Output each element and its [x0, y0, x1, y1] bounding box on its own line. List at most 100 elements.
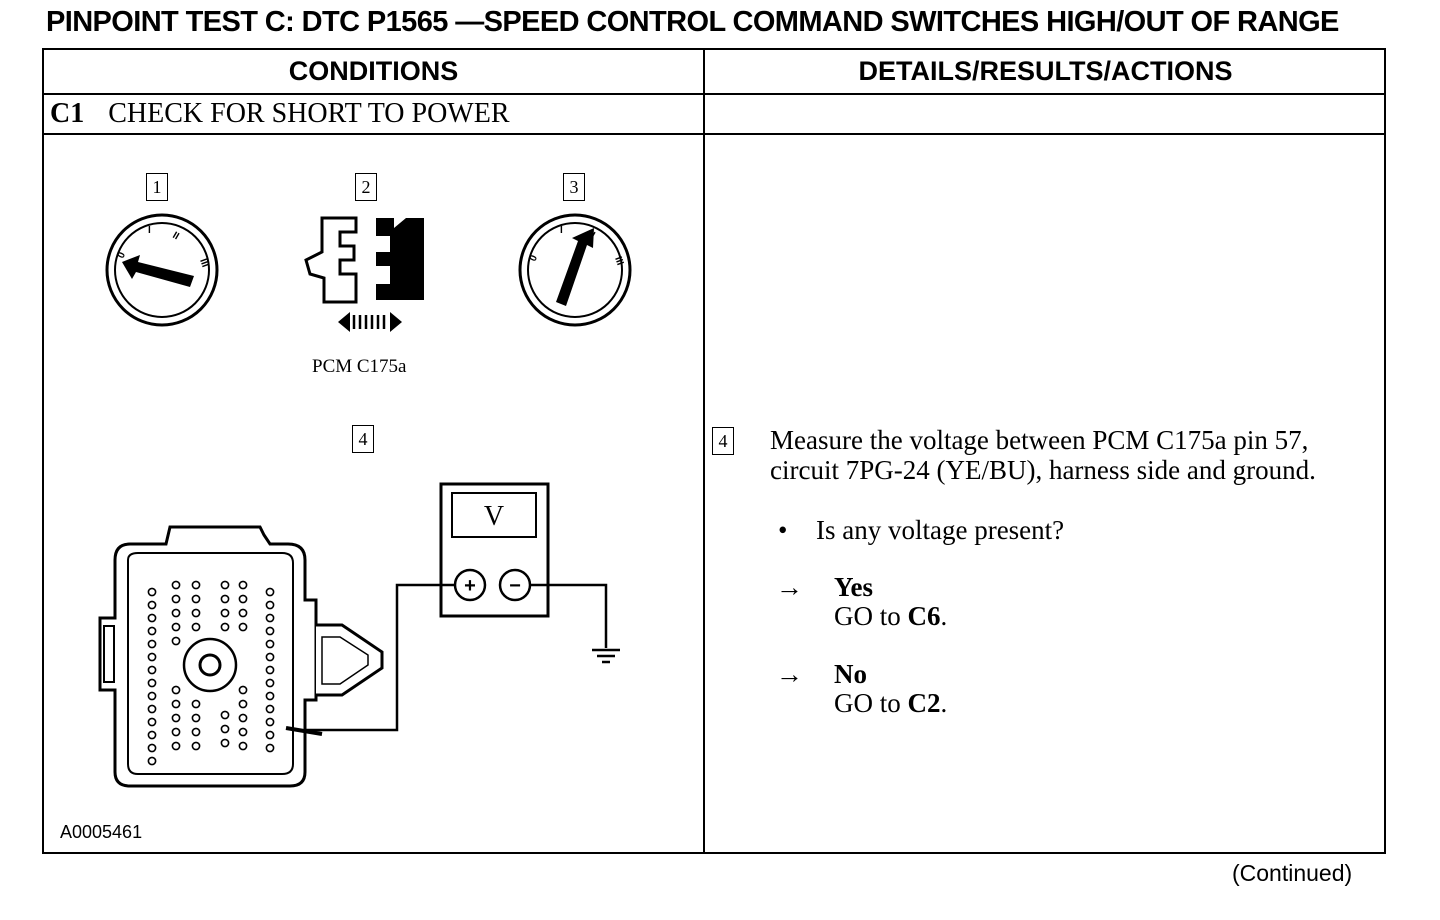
question-text: Is any voltage present? [816, 515, 1065, 545]
connector-pin [220, 608, 230, 618]
test-leads [292, 583, 608, 732]
connector-pin [147, 704, 157, 714]
connector-pin [171, 622, 181, 632]
connector-pins [147, 580, 275, 766]
connector-label: PCM C175a [312, 356, 407, 377]
connector-pin [147, 743, 157, 753]
connector-pin [191, 580, 201, 590]
connector-pin [171, 594, 181, 604]
connector-pin [265, 587, 275, 597]
connector-pin [147, 587, 157, 597]
pcm-connector-icon [98, 525, 384, 788]
instruction-text: Measure the voltage between PCM C175a pi… [770, 425, 1316, 485]
connector-pin [191, 741, 201, 751]
result-action: GO to C6. [834, 602, 947, 631]
action-suffix: . [940, 688, 948, 718]
ign1-label-3: III [197, 257, 210, 269]
ign1-label-0: 0 [116, 250, 129, 260]
connector-pin [171, 699, 181, 709]
connector-pin [265, 717, 275, 727]
connector-pin [220, 594, 230, 604]
connector-pin [265, 600, 275, 610]
connector-pin [171, 580, 181, 590]
connector-pin [238, 622, 248, 632]
connector-pin [147, 626, 157, 636]
arrow-right-icon: → [776, 659, 803, 689]
details-step-ref: 4 [712, 427, 734, 455]
connector-pin [238, 727, 248, 737]
connector-pin [265, 652, 275, 662]
arrow-right-icon: → [776, 572, 803, 602]
callout-4: 4 [352, 425, 374, 453]
ign3-label-0: 0 [528, 253, 541, 263]
connector-pin [171, 713, 181, 723]
action-prefix: GO to [834, 688, 908, 718]
connector-disconnect-icon [304, 216, 424, 332]
callout-2: 2 [355, 173, 377, 201]
meter-plus-label: + [464, 575, 476, 597]
action-target[interactable]: C2 [907, 688, 941, 718]
connector-pin [147, 665, 157, 675]
connector-pin [238, 608, 248, 618]
connector-pin [238, 741, 248, 751]
callout-1: 1 [146, 173, 168, 201]
connector-pin [238, 594, 248, 604]
connector-pin [191, 622, 201, 632]
ground-symbol-icon [592, 648, 620, 664]
connector-pin [147, 756, 157, 766]
page-title: PINPOINT TEST C: DTC P1565 —SPEED CONTRO… [46, 6, 1339, 38]
connector-pin [147, 717, 157, 727]
bullet-icon: • [778, 515, 788, 545]
connector-pin [238, 713, 248, 723]
connector-pin [265, 704, 275, 714]
connector-pin [147, 652, 157, 662]
connector-pin [265, 743, 275, 753]
step-divider [44, 133, 1384, 135]
connector-pin [147, 639, 157, 649]
connector-pin [265, 665, 275, 675]
column-divider [703, 50, 705, 852]
connector-pin [238, 580, 248, 590]
connector-pin [171, 636, 181, 646]
connector-pin [238, 699, 248, 709]
connector-pin [171, 608, 181, 618]
result-action: GO to C2. [834, 689, 947, 718]
ign1-label-2: II [171, 230, 182, 242]
ign3-label-1: I [560, 225, 563, 236]
connector-pin [191, 727, 201, 737]
connector-pin [147, 730, 157, 740]
action-target[interactable]: C6 [907, 601, 941, 631]
connector-pin [147, 678, 157, 688]
result-answer: No [834, 659, 867, 689]
voltmeter-icon: V + − [439, 482, 550, 618]
callout-3: 3 [563, 173, 585, 201]
connector-pin [238, 685, 248, 695]
conditions-header: CONDITIONS [288, 56, 459, 86]
connector-pin [171, 685, 181, 695]
action-prefix: GO to [834, 601, 908, 631]
ignition-switch-on-icon: 0 I II III [518, 213, 632, 327]
connector-pin [265, 730, 275, 740]
connector-pin [147, 613, 157, 623]
connector-pin [191, 608, 201, 618]
connector-pin [220, 622, 230, 632]
step-id: C1 [50, 98, 85, 129]
connector-pin [147, 600, 157, 610]
connector-pin [171, 741, 181, 751]
connector-pin [220, 580, 230, 590]
ign1-label-1: I [148, 225, 151, 236]
connector-pin [220, 724, 230, 734]
figure-id: A0005461 [60, 822, 142, 842]
details-header: DETAILS/RESULTS/ACTIONS [858, 56, 1233, 86]
ignition-switch-off-icon: 0 I II III [105, 213, 219, 327]
connector-pin [147, 691, 157, 701]
connector-pin [220, 738, 230, 748]
connector-pin [191, 594, 201, 604]
header-divider [44, 93, 1384, 95]
meter-minus-label: − [509, 575, 521, 597]
connector-pin [265, 613, 275, 623]
connector-pin [191, 713, 201, 723]
continued-label: (Continued) [1232, 860, 1353, 886]
